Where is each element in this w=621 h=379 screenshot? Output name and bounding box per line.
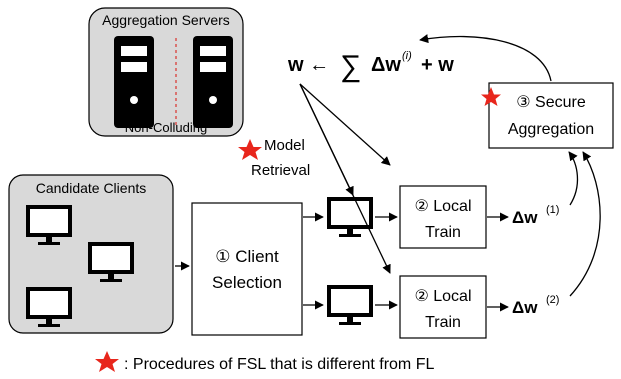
update-rule: w ← ∑ Δw (i) + w bbox=[287, 50, 454, 83]
arrow-delta1-to-secure-aggregation bbox=[568, 151, 579, 206]
client-selection-box: ① Client Selection bbox=[191, 202, 303, 336]
delta-w1-label: Δw bbox=[512, 208, 538, 227]
sum-symbol: ∑ bbox=[340, 50, 361, 83]
star-icon bbox=[238, 139, 262, 160]
candidate-clients-panel: Candidate Clients bbox=[8, 174, 174, 334]
delta-superscript-i: (i) bbox=[402, 50, 412, 62]
local-train-1-line1: ② Local bbox=[414, 198, 471, 215]
arrow-retrieval-to-train-1 bbox=[299, 83, 391, 166]
delta-w-label: Δw bbox=[371, 54, 401, 76]
update-rule-rest: + w bbox=[421, 54, 454, 76]
arrow-secure-aggregation-to-update bbox=[419, 34, 552, 82]
client-selection-line2: Selection bbox=[212, 273, 282, 292]
secure-aggregation-box: ③ Secure Aggregation bbox=[488, 82, 614, 149]
arrow-delta2-to-secure-aggregation bbox=[569, 151, 601, 297]
server-icon bbox=[114, 36, 154, 128]
local-train-box-1: ② Local Train bbox=[399, 185, 487, 249]
model-retrieval-line1: Model bbox=[264, 137, 305, 154]
delta-w1-superscript: (1) bbox=[546, 204, 559, 216]
aggregation-servers-title: Aggregation Servers bbox=[102, 12, 230, 28]
aggregation-servers-panel: Aggregation Servers Non-Colluding bbox=[88, 7, 244, 137]
delta-w2-label: Δw bbox=[512, 298, 538, 317]
secure-aggregation-line1: ③ Secure bbox=[516, 94, 586, 111]
secure-aggregation-line2: Aggregation bbox=[508, 121, 594, 138]
local-train-2-line1: ② Local bbox=[414, 288, 471, 305]
star-icon bbox=[481, 87, 501, 106]
candidate-clients-title: Candidate Clients bbox=[36, 180, 147, 196]
arrow-retrieval-to-client bbox=[299, 83, 354, 196]
local-train-1-line2: Train bbox=[425, 224, 461, 241]
server-icon bbox=[193, 36, 233, 128]
update-rule-lhs: w ← bbox=[287, 54, 329, 76]
star-icon bbox=[95, 351, 119, 372]
local-train-2-line2: Train bbox=[425, 314, 461, 331]
monitor-icon bbox=[327, 285, 373, 325]
local-train-box-2: ② Local Train bbox=[399, 275, 487, 339]
legend-text: : Procedures of FSL that is different fr… bbox=[124, 356, 434, 373]
delta-w2-superscript: (2) bbox=[546, 294, 559, 306]
flow-arrows bbox=[175, 34, 601, 312]
non-colluding-label: Non-Colluding bbox=[125, 120, 207, 135]
client-selection-line1: ① Client bbox=[215, 247, 279, 266]
model-retrieval-line2: Retrieval bbox=[251, 162, 310, 179]
monitor-icon bbox=[327, 197, 373, 237]
